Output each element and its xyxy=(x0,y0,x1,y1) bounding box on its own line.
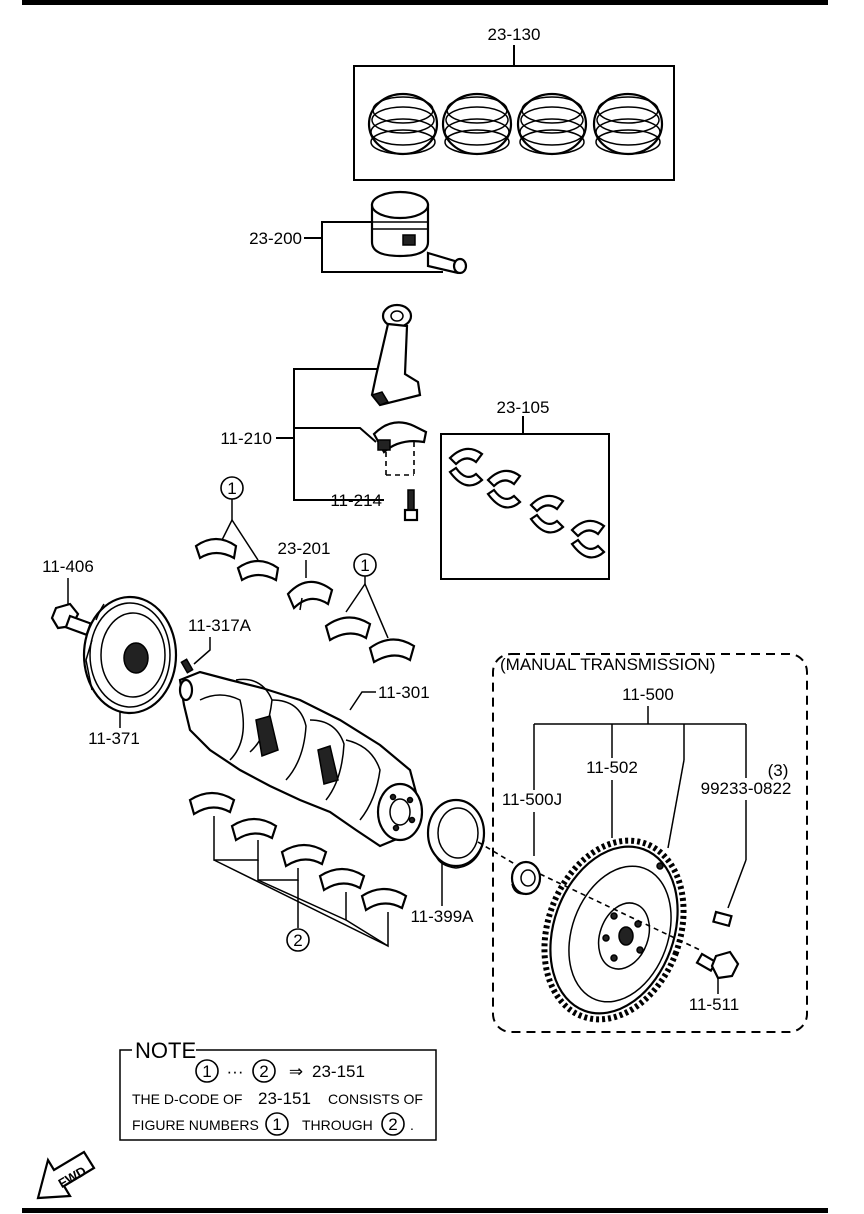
note-line2-suffix: CONSISTS OF xyxy=(328,1091,423,1107)
label-thrust-bearing: 23-201 xyxy=(278,539,331,558)
note-circle-2 xyxy=(252,1059,276,1083)
fwd-arrow-icon: FWD xyxy=(36,1150,96,1200)
label-bearing-set: 23-105 xyxy=(497,398,550,417)
bearing-shells-icon xyxy=(448,447,606,559)
note-line3-circle-2 xyxy=(381,1112,405,1136)
label-dowel-qty: (3) xyxy=(768,761,789,780)
callout-2-circle xyxy=(286,928,310,952)
key-group[interactable]: 11-317A xyxy=(180,616,252,674)
flywheel-icon xyxy=(541,837,687,1023)
upper-main-bearings-right-group[interactable]: 1 xyxy=(324,553,416,664)
connecting-rod-group[interactable]: 11-210 11-214 xyxy=(220,303,428,522)
label-flywheel-bolt: 11-511 xyxy=(689,995,739,1014)
crankshaft-group[interactable]: 11-301 xyxy=(178,670,430,848)
piston-rings-group[interactable]: 23-130 xyxy=(353,25,675,181)
note-line3-circle-2-text: 2 xyxy=(388,1115,397,1134)
oil-seal-group[interactable]: 11-399A xyxy=(410,798,519,926)
oil-seal-icon xyxy=(426,798,486,869)
label-pulley: 11-371 xyxy=(88,729,140,748)
thrust-bearing-group[interactable]: 23-201 xyxy=(278,539,334,611)
crankshaft-icon xyxy=(178,670,424,848)
label-dowel-pin: 99233-0822 xyxy=(701,779,792,798)
manual-transmission-group[interactable]: (MANUAL TRANSMISSION) 11-500 11-500J 11-… xyxy=(492,653,808,1039)
note-line3-circle-1 xyxy=(265,1112,289,1136)
piston-ring-set-icon xyxy=(367,92,664,156)
label-oil-seal: 11-399A xyxy=(410,907,474,926)
note-line2-code: 23-151 xyxy=(258,1089,311,1108)
label-crankshaft: 11-301 xyxy=(378,683,430,702)
label-connecting-rod: 11-210 xyxy=(220,429,272,448)
note-ellipsis: ··· xyxy=(227,1062,244,1081)
pilot-bearing-icon xyxy=(510,860,542,896)
note-line3-middle: THROUGH xyxy=(302,1117,373,1133)
label-piston-rings: 23-130 xyxy=(488,25,541,44)
top-border xyxy=(22,0,828,5)
label-pulley-bolt: 11-406 xyxy=(42,557,94,576)
piston-icon xyxy=(370,190,468,275)
callout-1-text: 1 xyxy=(227,479,236,498)
note-circle-2-text: 2 xyxy=(259,1062,268,1081)
note-dcode: 23-151 xyxy=(312,1062,365,1081)
note-line3-end: . xyxy=(410,1117,414,1133)
connecting-rod-icon xyxy=(370,303,428,522)
label-key: 11-317A xyxy=(188,616,252,635)
pulley-bolt-group[interactable]: 11-406 xyxy=(42,557,94,637)
label-rod-bolt: 11-214 xyxy=(330,491,382,510)
note-arrow: ⇒ xyxy=(289,1062,303,1081)
label-piston: 23-200 xyxy=(249,229,302,248)
dowel-pin-icon xyxy=(712,910,733,928)
callout-2-text: 2 xyxy=(293,931,302,950)
crank-pulley-icon xyxy=(82,595,178,715)
callout-1b-text: 1 xyxy=(360,556,369,575)
upper-main-bearings-left-group[interactable]: 1 xyxy=(194,476,280,582)
note-line2-prefix: THE D-CODE OF xyxy=(132,1091,242,1107)
note-line3-prefix: FIGURE NUMBERS xyxy=(132,1117,259,1133)
note-circle-1-text: 1 xyxy=(202,1062,211,1081)
crank-pulley-group[interactable]: 11-371 xyxy=(82,595,178,748)
pulley-bolt-icon xyxy=(50,602,93,637)
note-box: NOTE 1 ··· 2 ⇒ 23-151 THE D-CODE OF 23-1… xyxy=(119,1038,437,1141)
flywheel-bolt-icon xyxy=(695,950,740,980)
manual-transmission-label: (MANUAL TRANSMISSION) xyxy=(500,655,715,674)
lower-main-bearings-group[interactable]: 2 xyxy=(188,791,408,952)
label-flywheel-assy: 11-500 xyxy=(622,685,674,704)
lower-bearing-shells-icon xyxy=(188,791,408,912)
label-ring-gear: 11-502 xyxy=(586,758,638,777)
piston-group[interactable]: 23-200 xyxy=(249,190,468,275)
note-line3-circle-1-text: 1 xyxy=(272,1115,281,1134)
bottom-border xyxy=(22,1208,828,1213)
manual-transmission-box xyxy=(492,653,808,1033)
note-title: NOTE xyxy=(135,1038,196,1063)
note-circle-1 xyxy=(195,1059,219,1083)
label-pilot-bearing: 11-500J xyxy=(502,790,562,809)
bearing-set-group[interactable]: 23-105 xyxy=(440,398,610,580)
